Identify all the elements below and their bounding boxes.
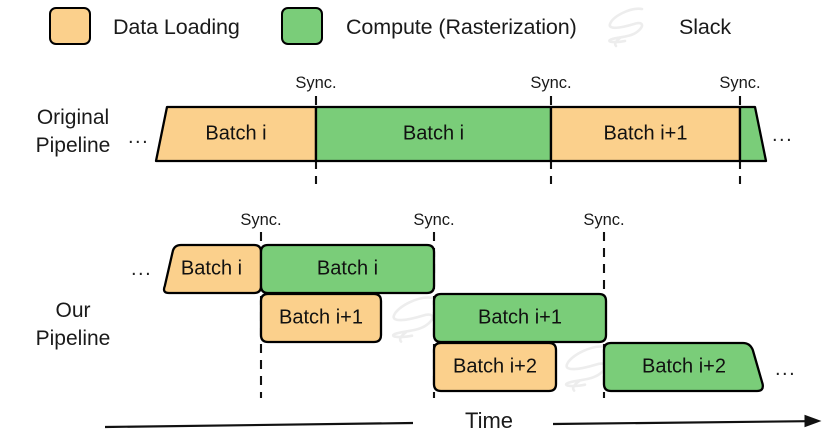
block-our-load-i1[interactable] (259, 292, 383, 344)
block-label-our-compute-i: Batch i (316, 257, 379, 280)
block-label-our-load-i1: Batch i+1 (279, 306, 363, 329)
block-our-load-i[interactable] (162, 243, 263, 295)
trailing-ellipsis-our-pipeline: ... (775, 358, 797, 380)
block-label-our-compute-i2: Batch i+2 (642, 355, 726, 378)
time-axis-left-line (104, 421, 414, 429)
sync-label-our-pipeline-0: Sync. (240, 211, 282, 229)
row-label-line-2: Pipeline (35, 133, 111, 157)
sync-label-our-pipeline-1: Sync. (413, 211, 455, 229)
block-label-orig-load-i1: Batch i+1 (603, 122, 688, 145)
slack-squiggle-icon (608, 7, 644, 48)
sync-label-our-pipeline-2: Sync. (583, 211, 625, 229)
legend-label-data-loading: Data Loading (113, 15, 240, 39)
sync-label-original-pipeline-0: Sync. (295, 74, 337, 92)
block-our-compute-i2[interactable] (602, 341, 764, 393)
legend-swatch-compute (281, 7, 323, 45)
time-axis-arrowhead-icon (804, 414, 822, 428)
time-axis-right-line (552, 420, 808, 426)
block-label-our-load-i: Batch i (180, 257, 243, 280)
row-label-line-2: Pipeline (35, 326, 111, 350)
sync-label-original-pipeline-1: Sync. (530, 74, 572, 92)
block-label-our-load-i2: Batch i+2 (453, 355, 537, 378)
slack-squiggle-slack-1 (391, 296, 434, 343)
legend-swatch-data-loading (49, 7, 91, 45)
legend-label-compute: Compute (Rasterization) (346, 15, 577, 39)
row-label-line-1: Original (36, 106, 110, 129)
block-orig-compute-i1[interactable] (738, 105, 768, 163)
leading-ellipsis-our-pipeline: ... (131, 258, 153, 280)
block-label-orig-compute-i: Batch i (402, 122, 465, 145)
time-axis-label: Time (464, 408, 514, 433)
block-our-compute-i1[interactable] (432, 292, 608, 344)
legend-label-slack: Slack (679, 15, 732, 39)
block-label-orig-load-i: Batch i (205, 122, 267, 145)
trailing-ellipsis-original-pipeline: ... (772, 124, 794, 146)
block-our-compute-i[interactable] (259, 243, 436, 295)
leading-ellipsis-original-pipeline: ... (128, 126, 150, 148)
row-label-line-1: Our (55, 299, 91, 322)
sync-label-original-pipeline-2: Sync. (719, 74, 761, 92)
block-our-load-i2[interactable] (432, 341, 558, 393)
block-label-our-compute-i1: Batch i+1 (478, 306, 562, 329)
